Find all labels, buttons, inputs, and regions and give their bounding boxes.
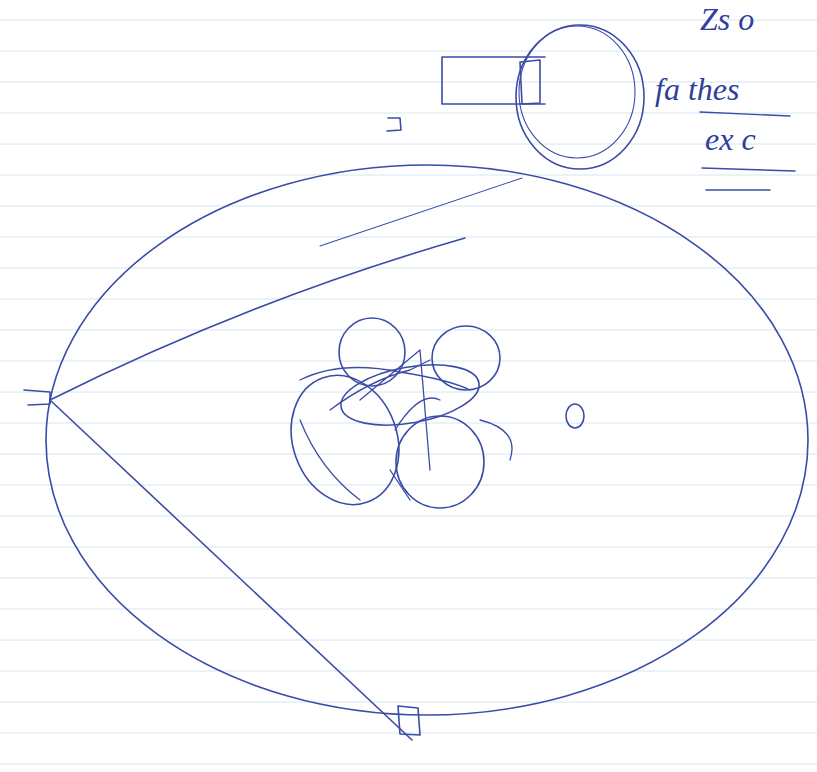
square-marker [387,118,401,131]
handwritten-note: fa thes [655,72,739,107]
lower-line [50,400,412,740]
ruled-line [0,764,817,765]
ruled-line [0,702,817,703]
handwritten-note: ex c [705,122,756,157]
ruled-line [0,392,817,393]
ruled-line [0,578,817,579]
ruled-line [0,237,817,238]
ruled-line [0,516,817,517]
square-marker [24,390,50,405]
attached-box [442,57,545,104]
small-circle-overstroke [519,26,635,158]
ruled-line [0,113,817,114]
ruled-line [0,733,817,734]
handwritten-note: Zs o [700,2,754,37]
ruled-line [0,175,817,176]
large-ellipse [46,165,808,715]
ruled-line [0,206,817,207]
ruled-line [0,20,817,21]
ruled-line [0,299,817,300]
scribble-circle [396,416,484,508]
scribble [300,350,512,500]
ink-strokes [24,25,808,740]
upper-line [50,238,465,400]
ruled-lines [0,20,817,764]
ruled-line [0,671,817,672]
ruled-line [0,144,817,145]
inner-bracket [520,60,540,104]
ruled-line [0,485,817,486]
small-circle [516,25,644,169]
ruled-line [0,609,817,610]
ruled-line [0,454,817,455]
small-dot-circle [566,404,584,428]
ruled-line [0,330,817,331]
ruled-line [0,51,817,52]
scribble-circle [339,318,405,386]
ruled-line [0,361,817,362]
ruled-line [0,640,817,641]
ruled-line [0,547,817,548]
upper-line-extension [320,178,522,246]
ruled-line [0,268,817,269]
scribble-circle [274,360,417,520]
underline-strokes [700,112,795,190]
